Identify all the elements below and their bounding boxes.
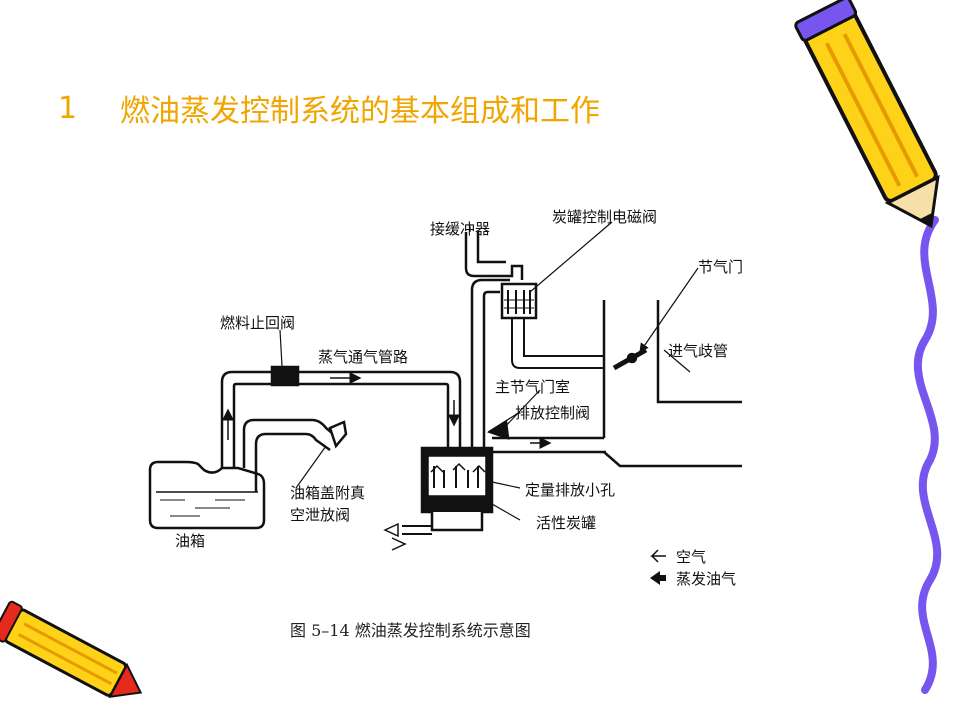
label-solenoid: 炭罐控制电磁阀 <box>552 208 657 226</box>
label-purge-valve: 排放控制阀 <box>515 404 590 422</box>
fuel-tank <box>148 460 266 530</box>
vapor-arrow-icon <box>650 571 666 585</box>
label-buffer: 接缓冲器 <box>430 220 490 238</box>
label-throttle: 节气门 <box>698 258 743 276</box>
label-throttle-body: 主节气门室 <box>495 378 570 396</box>
buffer-pipe <box>464 232 524 280</box>
label-orifice: 定量排放小孔 <box>525 481 615 499</box>
squiggle-decoration <box>913 216 942 694</box>
label-check-valve: 燃料止回阀 <box>220 314 295 332</box>
air-arrow-icon <box>650 549 666 563</box>
evap-system-diagram <box>148 221 742 551</box>
filler-neck <box>242 418 339 468</box>
purge-line <box>470 278 510 448</box>
vapor-pipe <box>220 370 462 468</box>
slide-title-text: 燃油蒸发控制系统的基本组成和工作 <box>120 94 600 129</box>
legend: 空气 蒸发油气 <box>650 548 736 588</box>
slide-number: 1 <box>58 90 78 126</box>
slide-title: 1 燃油蒸发控制系统的基本组成和工作 <box>58 86 600 130</box>
air-inlet <box>402 525 432 535</box>
label-tank-cap-2: 空泄放阀 <box>290 506 350 524</box>
check-valve <box>270 365 300 387</box>
intake-manifold <box>492 300 742 468</box>
legend-air: 空气 <box>676 548 706 566</box>
label-tank-cap-1: 油箱盖附真 <box>290 484 365 502</box>
pencil-icon <box>794 0 940 229</box>
tank-cap <box>328 420 348 449</box>
figure-caption: 图 5–14 燃油蒸发控制系统示意图 <box>290 621 531 640</box>
label-vapor-pipe: 蒸气通气管路 <box>318 348 408 366</box>
legend-vapor: 蒸发油气 <box>676 570 736 588</box>
pencil-icon <box>0 600 143 698</box>
label-tank: 油箱 <box>175 532 205 550</box>
label-canister: 活性炭罐 <box>536 514 596 532</box>
label-manifold: 进气歧管 <box>668 342 728 360</box>
